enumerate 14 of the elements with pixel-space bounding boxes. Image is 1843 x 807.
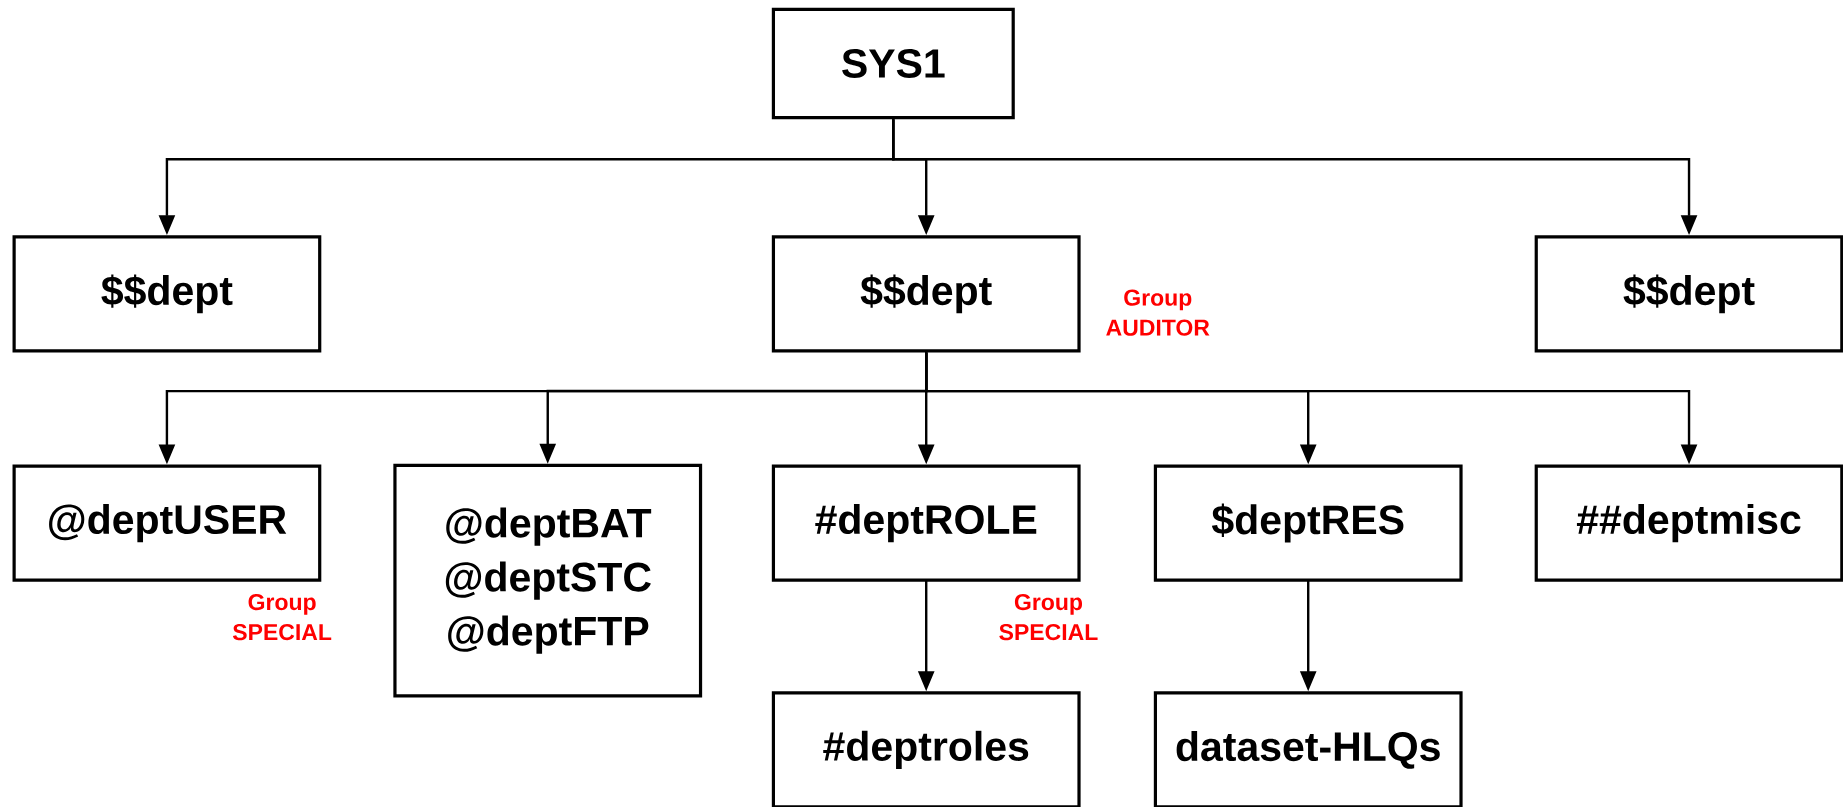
annotation-text: Group SPECIAL: [999, 593, 1098, 640]
annotation-text: Group SPECIAL: [232, 593, 332, 640]
process-box: $$dept: [1534, 235, 1843, 353]
process-box: dataset-HLQs: [1153, 691, 1463, 807]
process-box: ##deptmisc: [1534, 464, 1843, 582]
process-box: $$dept: [12, 235, 322, 353]
process-box: $deptRES: [1153, 464, 1463, 582]
process-box: @deptUSER: [12, 464, 322, 582]
process-box: #deptROLE: [771, 464, 1081, 582]
process-box: @deptBAT @deptSTC @deptFTP: [393, 463, 703, 698]
process-box: $$dept: [771, 235, 1081, 353]
annotation-text: Group AUDITOR: [1106, 289, 1210, 336]
process-box: #deptroles: [771, 691, 1081, 807]
process-box: SYS1: [771, 7, 1015, 119]
